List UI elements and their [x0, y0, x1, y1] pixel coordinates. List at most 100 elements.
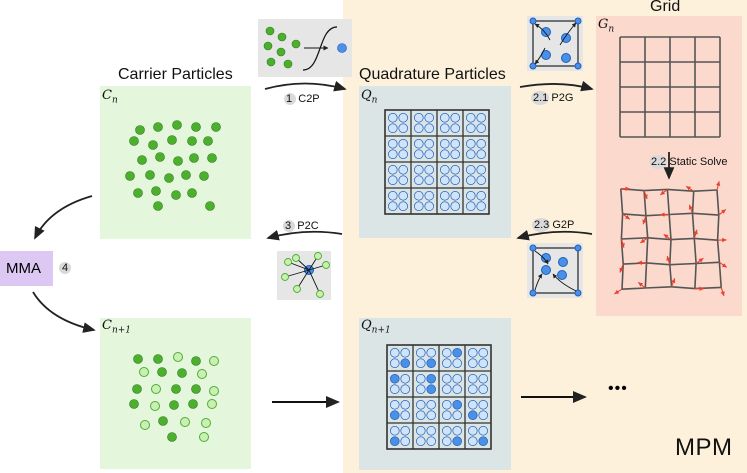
- carrier-particle: [211, 122, 221, 132]
- force-arrow: [622, 213, 631, 220]
- quadrature-particle: [466, 165, 476, 175]
- carrier-particle: [125, 171, 135, 181]
- quadrature-particle: [466, 113, 476, 123]
- quadrature-particle: [398, 175, 408, 185]
- carrier-particle: [139, 367, 149, 377]
- carrier-particle: [133, 354, 143, 364]
- quadrature-particle: [388, 139, 398, 149]
- quadrature-particle: [468, 426, 478, 436]
- carrier-particle: [207, 153, 217, 163]
- quadrature-particle: [414, 123, 424, 133]
- quadrature-particle: [426, 436, 436, 446]
- carrier-particle: [167, 135, 177, 145]
- carrier-particle: [201, 418, 211, 428]
- quadrature-particle: [450, 149, 460, 159]
- force-arrow: [666, 255, 671, 265]
- quadrature-particle: [388, 123, 398, 133]
- force-arrow: [614, 288, 623, 295]
- force-arrow: [637, 281, 646, 289]
- carrier-particle: [189, 153, 199, 163]
- force-arrow: [720, 287, 725, 297]
- quadrature-particle: [442, 374, 452, 384]
- cn-label: Cn: [102, 88, 118, 106]
- force-arrow: [619, 263, 624, 273]
- quadrature-particle: [424, 201, 434, 211]
- quadrature-particle: [468, 436, 478, 446]
- force-arrow: [663, 233, 672, 241]
- quadrature-particle: [440, 175, 450, 185]
- quadrature-particle: [390, 358, 400, 368]
- carrier-particle: [207, 399, 217, 409]
- quadrature-particle: [476, 123, 486, 133]
- carrier-particle: [197, 369, 207, 379]
- quadrature-particle: [424, 113, 434, 123]
- quadrature-particle: [466, 123, 476, 133]
- carrier-particle: [169, 400, 179, 410]
- quadrature-particle: [398, 201, 408, 211]
- badge-c2p: [284, 93, 296, 105]
- carrier-particle: [205, 201, 215, 211]
- carrier-particle: [191, 356, 201, 366]
- force-arrow: [719, 261, 728, 268]
- quadrature-particle: [440, 139, 450, 149]
- carrier-title: Carrier Particles: [118, 66, 233, 83]
- quadrature-particle: [452, 436, 462, 446]
- carrier-particle: [164, 173, 174, 183]
- carrier-particle: [199, 171, 209, 181]
- ellipsis: •••: [608, 380, 628, 397]
- force-arrow: [620, 238, 625, 248]
- force-arrow: [693, 229, 698, 239]
- mma-label: MMA: [6, 260, 41, 277]
- quadrature-particle: [390, 436, 400, 446]
- quadrature-particle: [400, 436, 410, 446]
- carrier-particle: [199, 432, 209, 442]
- carrier-particle: [153, 122, 163, 132]
- badge-mma: [59, 262, 71, 274]
- carrier-particle: [153, 354, 163, 364]
- carrier-particle: [151, 186, 161, 196]
- quadrature-particle: [450, 165, 460, 175]
- quadrature-particle: [442, 410, 452, 420]
- carrier-to-mma-arrow: [34, 195, 93, 240]
- quadrature-particle: [478, 374, 488, 384]
- quadrature-particle: [424, 139, 434, 149]
- carrier-particle: [148, 140, 158, 150]
- quadrature-particle: [390, 426, 400, 436]
- quadrature-particle: [414, 201, 424, 211]
- carrier-particle: [191, 122, 201, 132]
- quadrature-particle: [400, 348, 410, 358]
- quadrature-particle: [424, 123, 434, 133]
- p2g-arrow: [519, 80, 594, 92]
- carrier-particle: [158, 416, 168, 426]
- quadrature-particle: [466, 191, 476, 201]
- quadrature-particle: [426, 348, 436, 358]
- badge-p2g: [531, 91, 549, 105]
- quadrature-particle: [416, 426, 426, 436]
- quadrature-particle: [390, 374, 400, 384]
- quadrature-particle: [468, 374, 478, 384]
- carrier-particle: [145, 170, 155, 180]
- quadrature-particle: [468, 348, 478, 358]
- quadrature-particle: [452, 384, 462, 394]
- carrier-particle: [171, 190, 181, 200]
- quadrature-particle: [476, 139, 486, 149]
- quadrature-particle: [442, 384, 452, 394]
- quadrature-particle: [440, 149, 450, 159]
- carrier-particle: [129, 136, 139, 146]
- carrier-particle: [150, 401, 160, 411]
- mma-step-label: 4: [62, 262, 69, 274]
- quadrature-particle: [426, 358, 436, 368]
- quadrature-particle: [400, 400, 410, 410]
- quadrature-particle: [450, 123, 460, 133]
- quadrature-particle: [468, 410, 478, 420]
- quadrature-title: Quadrature Particles: [359, 66, 506, 83]
- quadrature-particle: [398, 139, 408, 149]
- quadrature-particle: [414, 149, 424, 159]
- quadrature-particle: [400, 358, 410, 368]
- mma-to-carrier-arrow: [32, 291, 96, 333]
- quadrature-particle: [398, 191, 408, 201]
- quadrature-particle: [414, 139, 424, 149]
- quadrature-particle: [390, 400, 400, 410]
- carrier-particles-bottom: [129, 352, 219, 442]
- carrier-particle: [180, 417, 190, 427]
